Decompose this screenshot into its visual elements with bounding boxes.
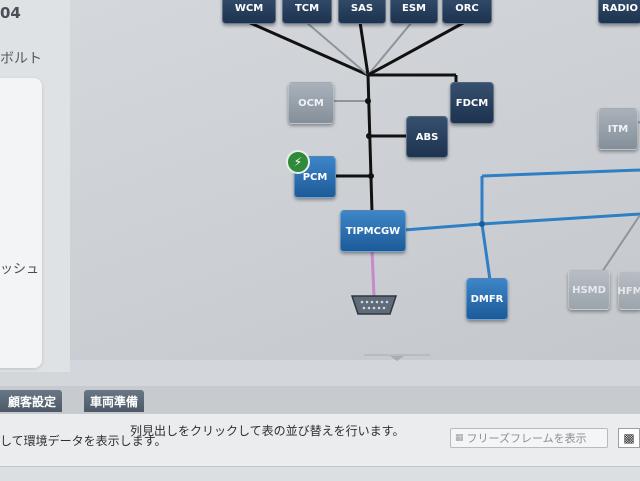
module-orc[interactable]: ORC — [442, 0, 492, 24]
data-panel: 列見出しをクリックして表の並び替えを行います。 して環境データを表示します。 ▦… — [0, 414, 640, 481]
network-wires — [247, 20, 640, 297]
freeze-frame-icon: ▦ — [455, 433, 464, 443]
module-label: ORC — [455, 2, 479, 14]
module-label: ABS — [415, 131, 439, 143]
module-label: RADIO — [602, 2, 638, 14]
module-label: HFM — [617, 285, 640, 297]
sort-hint: 列見出しをクリックして表の並び替えを行います。 — [130, 424, 405, 438]
dlc-connector-icon — [350, 295, 398, 315]
tab-customer-settings[interactable]: 顧客設定 — [2, 390, 63, 412]
module-dmfr[interactable]: DMFR — [466, 278, 508, 320]
module-label: SAS — [350, 2, 374, 14]
module-sas[interactable]: SAS — [338, 0, 386, 24]
module-radio[interactable]: RADIO — [598, 0, 640, 24]
table-header — [0, 466, 640, 481]
module-abs[interactable]: ABS — [406, 116, 448, 158]
tab-label: 顧客設定 — [8, 394, 57, 409]
module-label: DMFR — [470, 293, 504, 305]
module-label: TCM — [294, 2, 320, 14]
splitter-handle[interactable] — [362, 352, 432, 362]
module-label: ESM — [402, 2, 426, 14]
module-hfm[interactable]: HFM — [617, 272, 640, 310]
module-tcm[interactable]: TCM — [282, 0, 332, 24]
grid-view-button[interactable]: ▩ — [618, 428, 640, 448]
checkerboard-icon: ▩ — [623, 431, 635, 445]
left-title: 04 — [0, 4, 21, 22]
module-wcm[interactable]: WCM — [222, 0, 276, 24]
tab-label: 車両準備 — [90, 394, 139, 409]
module-pcm[interactable]: PCM — [294, 156, 336, 198]
module-label: ITM — [607, 123, 629, 135]
flash-update-icon: ⚡ — [286, 150, 310, 174]
module-label: OCM — [298, 97, 324, 109]
module-hsmd[interactable]: HSMD — [568, 270, 610, 310]
module-label: FDCM — [455, 97, 489, 109]
module-itm[interactable]: ITM — [598, 108, 638, 150]
left-subtitle: ボルト — [0, 51, 42, 67]
module-tipmcgw[interactable]: TIPMCGW — [340, 210, 406, 252]
env-data-hint: して環境データを表示します。 — [0, 434, 167, 448]
show-freeze-frame-button[interactable]: ▦ フリーズフレームを表示 — [450, 428, 608, 448]
network-diagram: WCM TCM SAS ESM ORC RADIO OCM FDCM ABS P… — [70, 0, 640, 360]
left-card — [0, 78, 42, 368]
show-freeze-frame-label: フリーズフレームを表示 — [466, 432, 587, 445]
tab-vehicle-prep[interactable]: 車両準備 — [84, 390, 145, 412]
module-fdcm[interactable]: FDCM — [450, 82, 494, 124]
module-label: TIPMCGW — [345, 225, 401, 237]
left-panel: 04 ボルト ッシュ — [0, 0, 70, 372]
module-label: WCM — [234, 2, 264, 14]
tab-bar: 顧客設定 車両準備 — [0, 386, 640, 414]
module-esm[interactable]: ESM — [390, 0, 438, 24]
left-text: ッシュ — [0, 262, 40, 277]
module-ocm[interactable]: OCM — [288, 82, 334, 124]
module-label: PCM — [302, 171, 328, 183]
module-label: HSMD — [572, 284, 606, 296]
